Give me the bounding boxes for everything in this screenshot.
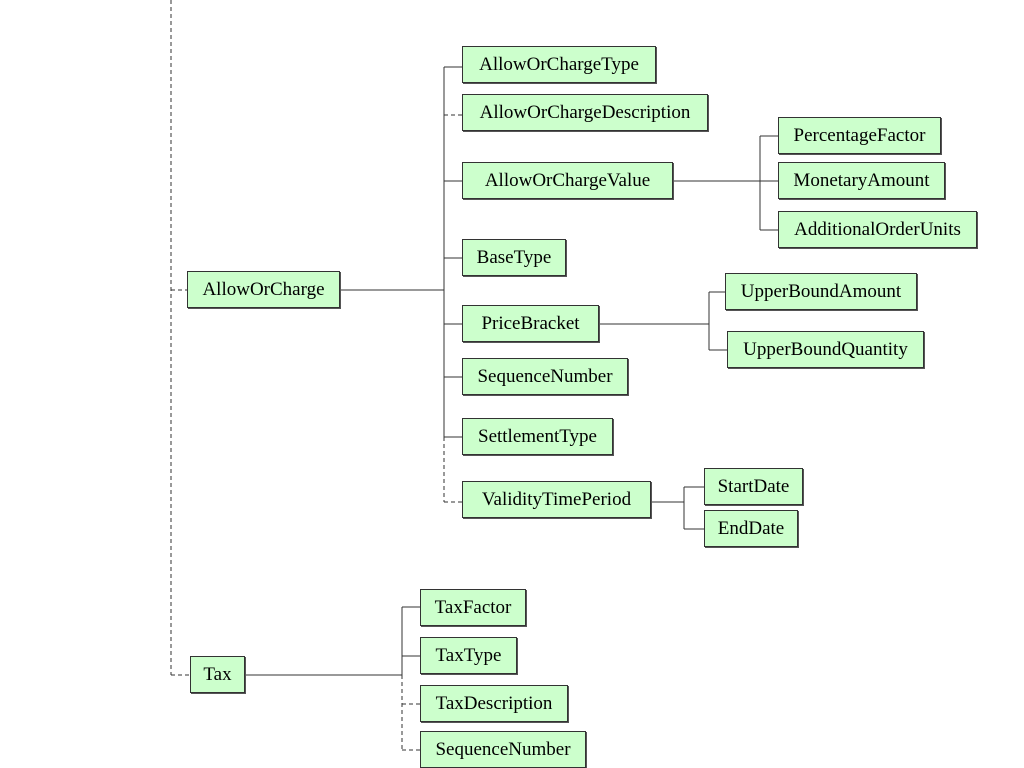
node-tax[interactable]: Tax bbox=[190, 656, 245, 693]
node-allow-or-charge[interactable]: AllowOrCharge bbox=[187, 271, 340, 308]
node-base-type[interactable]: BaseType bbox=[462, 239, 566, 276]
node-tax-sequence-number[interactable]: SequenceNumber bbox=[420, 731, 586, 768]
node-allow-or-charge-type[interactable]: AllowOrChargeType bbox=[462, 46, 656, 83]
node-validity-time-period[interactable]: ValidityTimePeriod bbox=[462, 481, 651, 518]
node-tax-type[interactable]: TaxType bbox=[420, 637, 517, 674]
node-start-date[interactable]: StartDate bbox=[704, 468, 803, 505]
node-allow-or-charge-value[interactable]: AllowOrChargeValue bbox=[462, 162, 673, 199]
node-sequence-number[interactable]: SequenceNumber bbox=[462, 358, 628, 395]
node-end-date[interactable]: EndDate bbox=[704, 510, 798, 547]
node-upper-bound-amount[interactable]: UpperBoundAmount bbox=[725, 273, 917, 310]
node-additional-order-units[interactable]: AdditionalOrderUnits bbox=[778, 211, 977, 248]
node-allow-or-charge-description[interactable]: AllowOrChargeDescription bbox=[462, 94, 708, 131]
node-tax-factor[interactable]: TaxFactor bbox=[420, 589, 526, 626]
node-monetary-amount[interactable]: MonetaryAmount bbox=[778, 162, 945, 199]
node-upper-bound-quantity[interactable]: UpperBoundQuantity bbox=[727, 331, 924, 368]
node-price-bracket[interactable]: PriceBracket bbox=[462, 305, 599, 342]
node-settlement-type[interactable]: SettlementType bbox=[462, 418, 613, 455]
node-tax-description[interactable]: TaxDescription bbox=[420, 685, 568, 722]
node-percentage-factor[interactable]: PercentageFactor bbox=[778, 117, 941, 154]
